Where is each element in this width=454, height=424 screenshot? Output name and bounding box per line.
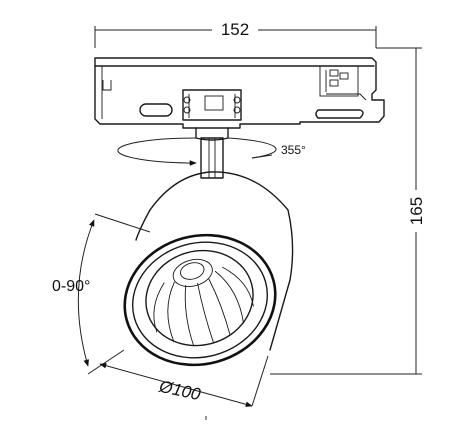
height-dimension-label: 165: [407, 197, 426, 225]
tilt-dimension: 0-90°: [52, 213, 151, 375]
rotation-indicator: 355°: [117, 137, 306, 166]
stem: [195, 127, 229, 179]
tilt-label: 0-90°: [52, 278, 90, 295]
diameter-label: Ø100: [157, 377, 203, 405]
lamp-body: [135, 171, 294, 351]
width-dimension: 152: [94, 20, 377, 48]
lamp-face: [123, 233, 277, 367]
height-dimension: 165: [270, 47, 426, 375]
width-dimension-label: 152: [221, 20, 249, 39]
rotation-label: 355°: [281, 143, 306, 157]
track-adapter: [94, 57, 385, 129]
